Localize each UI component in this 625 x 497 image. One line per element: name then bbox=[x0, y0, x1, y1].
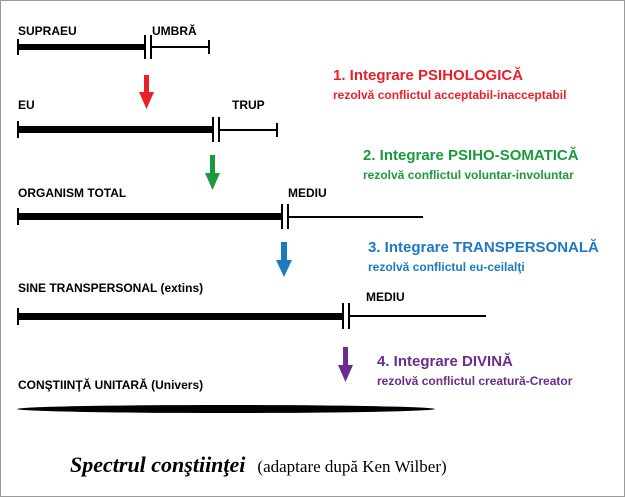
stage4-subtitle: rezolvă conflictul creatură-Creator bbox=[377, 374, 573, 388]
level3-right-label: MEDIU bbox=[288, 186, 327, 200]
stage2-title: 2. Integrare PSIHO-SOMATICĂ bbox=[363, 147, 579, 164]
stage3-title: 3. Integrare TRANSPERSONALĂ bbox=[368, 239, 599, 256]
stage4-title: 4. Integrare DIVINĂ bbox=[377, 353, 513, 370]
arrow-down-1 bbox=[139, 75, 154, 109]
arrow2-shaft bbox=[210, 155, 215, 176]
arrow1-shaft bbox=[144, 75, 149, 95]
arrow-down-2 bbox=[205, 155, 220, 190]
level5-left-label: CONŞTIINŢĂ UNITARĂ (Univers) bbox=[18, 378, 204, 392]
level2-left-label: EU bbox=[18, 98, 35, 112]
arrow1-head bbox=[139, 92, 154, 109]
arrow-down-4 bbox=[338, 347, 353, 382]
level1-line-group bbox=[17, 35, 210, 59]
stage1-title: 1. Integrare PSIHOLOGICĂ bbox=[333, 67, 524, 84]
level2-right-label: TRUP bbox=[232, 98, 265, 112]
arrow3-head bbox=[276, 260, 292, 277]
diagram-caption: Spectrul conştiinţei (adaptare după Ken … bbox=[70, 452, 447, 478]
unity-line bbox=[17, 405, 435, 413]
arrow3-shaft bbox=[281, 242, 287, 263]
caption-title: Spectrul conştiinţei bbox=[70, 452, 246, 477]
level3-left-label: ORGANISM TOTAL bbox=[18, 186, 127, 200]
level4-thick-line bbox=[18, 313, 342, 320]
arrow4-head bbox=[338, 365, 353, 382]
stage2-subtitle: rezolvă conflictul voluntar-involuntar bbox=[363, 168, 574, 182]
level2-thick-line bbox=[18, 126, 213, 133]
arrow-down-3 bbox=[276, 242, 292, 277]
level1-left-label: SUPRAEU bbox=[18, 24, 77, 38]
level4-right-label: MEDIU bbox=[366, 290, 405, 304]
level2-line-group bbox=[17, 117, 278, 142]
arrow2-head bbox=[205, 173, 220, 190]
level4-left-label: SINE TRANSPERSONAL (extins) bbox=[18, 281, 204, 295]
level3-thick-line bbox=[18, 213, 282, 220]
level4-line-group bbox=[17, 303, 486, 329]
level1-thick-line bbox=[18, 44, 144, 50]
stage1-subtitle: rezolvă conflictul acceptabil-inacceptab… bbox=[333, 88, 567, 102]
level1-right-label: UMBRĂ bbox=[152, 24, 197, 38]
stage3-subtitle: rezolvă conflictul eu-ceilalţi bbox=[368, 260, 525, 274]
arrow4-shaft bbox=[343, 347, 348, 368]
level3-line-group bbox=[17, 204, 423, 229]
caption-note: (adaptare după Ken Wilber) bbox=[257, 457, 447, 476]
